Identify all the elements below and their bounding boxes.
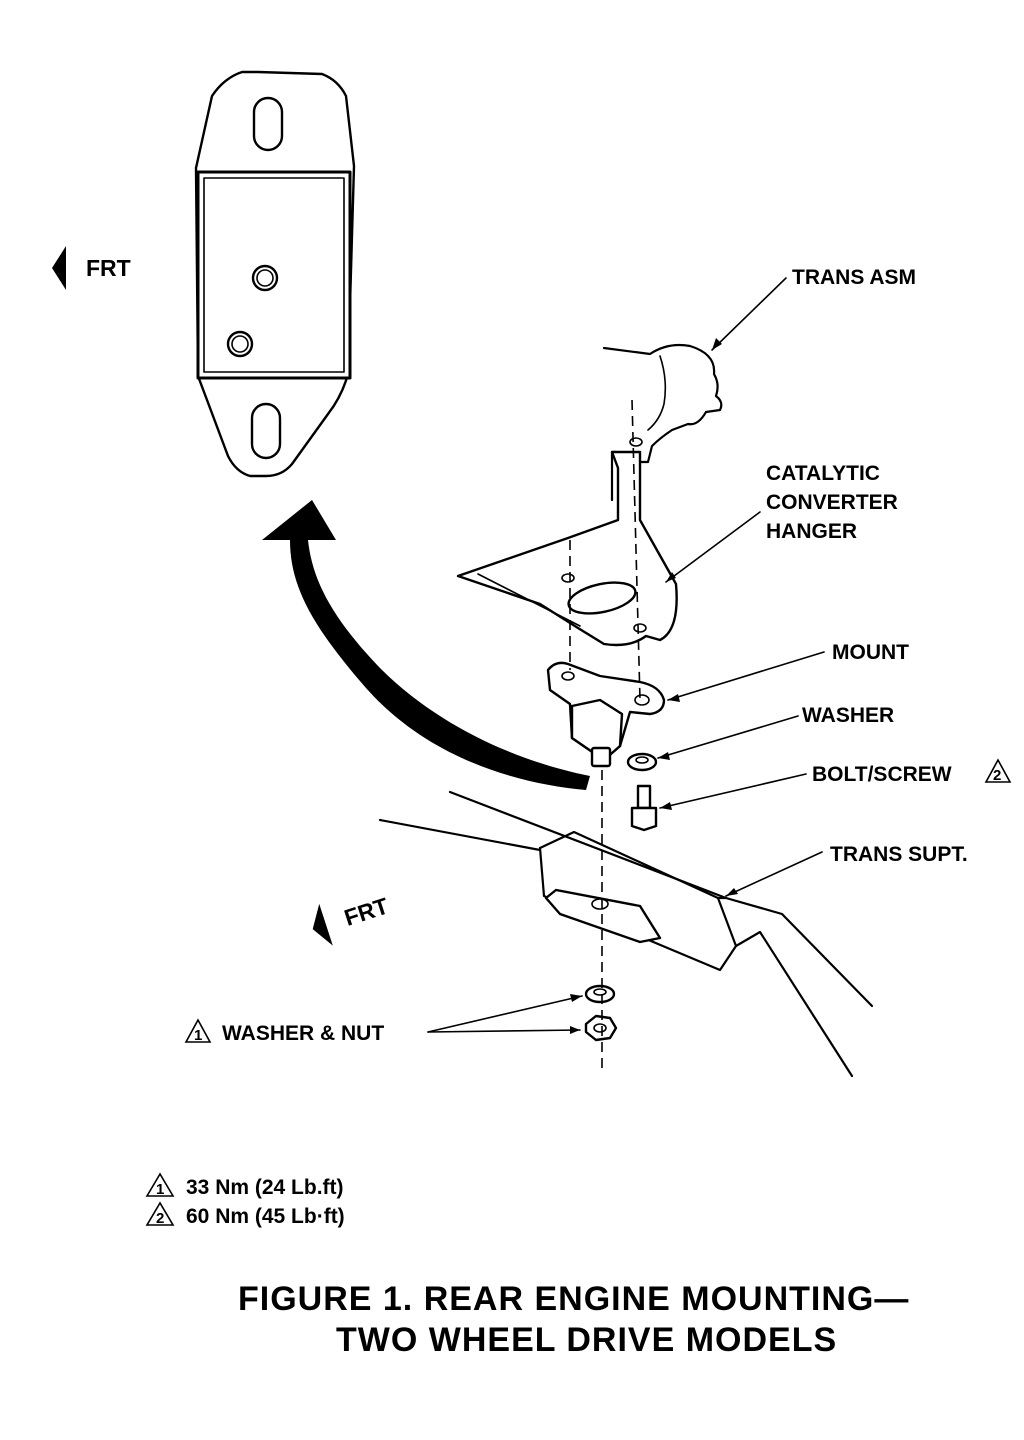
warning-triangle-icon: [145, 1201, 175, 1226]
mount-top-view: [194, 70, 356, 478]
lower-nut: [584, 1014, 618, 1042]
svg-text:1: 1: [156, 1181, 164, 1198]
mount-label: MOUNT: [832, 641, 909, 664]
torque-ref-1-icon: 1: [184, 1018, 212, 1044]
centerline-right: [631, 399, 641, 701]
svg-text:2: 2: [993, 767, 1001, 784]
torque-ref-2-icon: 2: [984, 758, 1012, 784]
figure-title-line2: TWO WHEEL DRIVE MODELS: [336, 1321, 837, 1359]
bolt-screw: [630, 784, 658, 832]
front-direction-arrow-mid: FRT: [312, 892, 392, 946]
figure-title-line1: FIGURE 1. REAR ENGINE MOUNTING—: [238, 1280, 909, 1318]
lower-washer: [584, 984, 616, 1004]
transmission-assembly: [602, 343, 723, 502]
catalytic-label-line2: CONVERTER: [766, 491, 898, 514]
arrow-left-icon-mid: [312, 903, 333, 946]
svg-text:2: 2: [156, 1210, 164, 1227]
warning-triangle-icon: [145, 1172, 175, 1197]
frt-label-top: FRT: [86, 255, 131, 281]
frt-label-mid: FRT: [341, 892, 392, 931]
leader-lines: [427, 277, 825, 1034]
torque-spec-item: 1 33 Nm (24 Lb.ft): [145, 1172, 344, 1199]
torque-spec-text: 60 Nm (45 Lb·ft): [186, 1205, 345, 1228]
engine-mount: [546, 661, 666, 768]
arrow-left-icon: [52, 246, 66, 290]
torque-spec-item: 2 60 Nm (45 Lb·ft): [145, 1201, 345, 1228]
trans-asm-label: TRANS ASM: [792, 266, 916, 289]
front-direction-arrow-top: FRT: [52, 246, 131, 290]
catalytic-label-line3: HANGER: [766, 520, 857, 543]
catalytic-converter-hanger: [456, 450, 678, 647]
washer: [626, 752, 658, 772]
catalytic-label-line1: CATALYTIC: [766, 462, 880, 485]
washer-label: WASHER: [802, 704, 894, 727]
trans-supt-label: TRANS SUPT.: [830, 843, 968, 866]
washer-nut-label: WASHER & NUT: [222, 1022, 384, 1045]
torque-spec-list: 1 33 Nm (24 Lb.ft) 2 60 Nm (45 Lb·ft): [145, 1172, 345, 1228]
svg-text:1: 1: [194, 1027, 202, 1044]
transmission-support: [378, 790, 874, 1078]
bolt-screw-label: BOLT/SCREW: [812, 763, 952, 786]
torque-spec-text: 33 Nm (24 Lb.ft): [186, 1176, 344, 1199]
centerline-left: [569, 540, 603, 1072]
curved-callout-arrow: [262, 500, 590, 790]
